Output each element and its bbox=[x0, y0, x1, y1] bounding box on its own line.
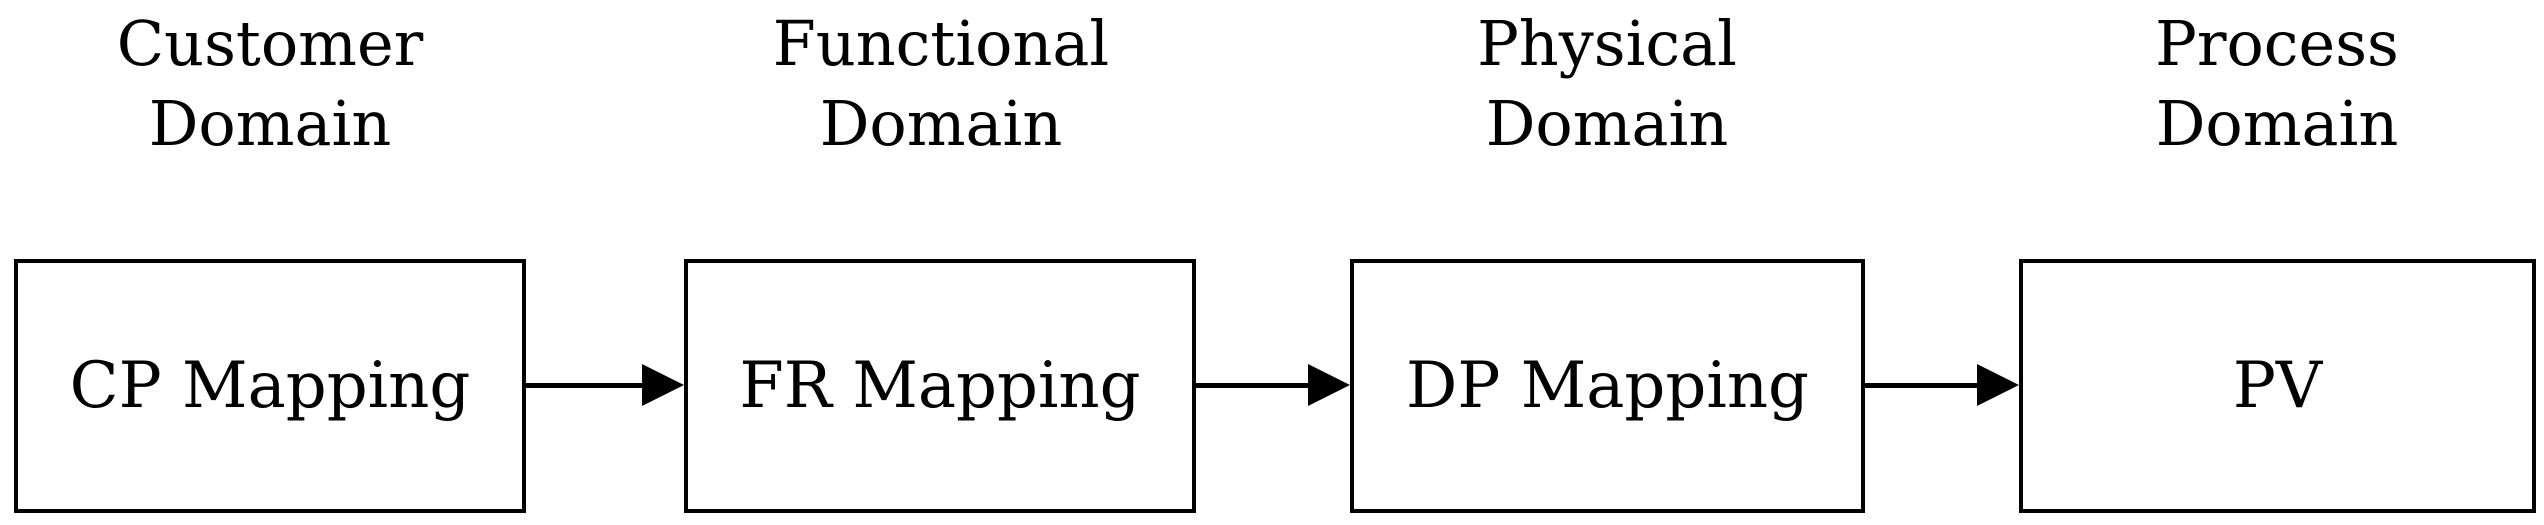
process-domain-title-line2: Domain bbox=[2155, 87, 2399, 160]
cp-mapping-box-label: CP Mapping bbox=[69, 349, 471, 423]
dp-mapping-box-label: DP Mapping bbox=[1406, 349, 1809, 423]
pv-box-label: PV bbox=[2232, 349, 2323, 423]
arrow-dp-to-pv-head-icon bbox=[1977, 364, 2019, 406]
arrow-cp-to-fr-line bbox=[524, 383, 646, 388]
functional-domain-title-line2: Domain bbox=[819, 87, 1063, 160]
arrow-dp-to-pv-line bbox=[1863, 383, 1981, 388]
customer-domain-title: Customer Domain bbox=[10, 4, 530, 164]
process-domain-title-line1: Process bbox=[2155, 7, 2399, 80]
process-domain-title: Process Domain bbox=[2017, 4, 2537, 164]
physical-domain-title-line1: Physical bbox=[1477, 7, 1737, 80]
functional-domain-title-line1: Functional bbox=[772, 7, 1110, 80]
physical-domain-title: Physical Domain bbox=[1347, 4, 1867, 164]
customer-domain-title-line1: Customer bbox=[116, 7, 424, 80]
pv-box: PV bbox=[2019, 259, 2536, 513]
customer-domain-title-line2: Domain bbox=[148, 87, 392, 160]
physical-domain-title-line2: Domain bbox=[1485, 87, 1729, 160]
arrow-cp-to-fr-head-icon bbox=[642, 364, 684, 406]
functional-domain-title: Functional Domain bbox=[681, 4, 1201, 164]
arrow-fr-to-dp-head-icon bbox=[1308, 364, 1350, 406]
fr-mapping-box: FR Mapping bbox=[684, 259, 1196, 513]
arrow-fr-to-dp-line bbox=[1194, 383, 1312, 388]
dp-mapping-box: DP Mapping bbox=[1350, 259, 1865, 513]
fr-mapping-box-label: FR Mapping bbox=[739, 349, 1141, 423]
cp-mapping-box: CP Mapping bbox=[14, 259, 526, 513]
